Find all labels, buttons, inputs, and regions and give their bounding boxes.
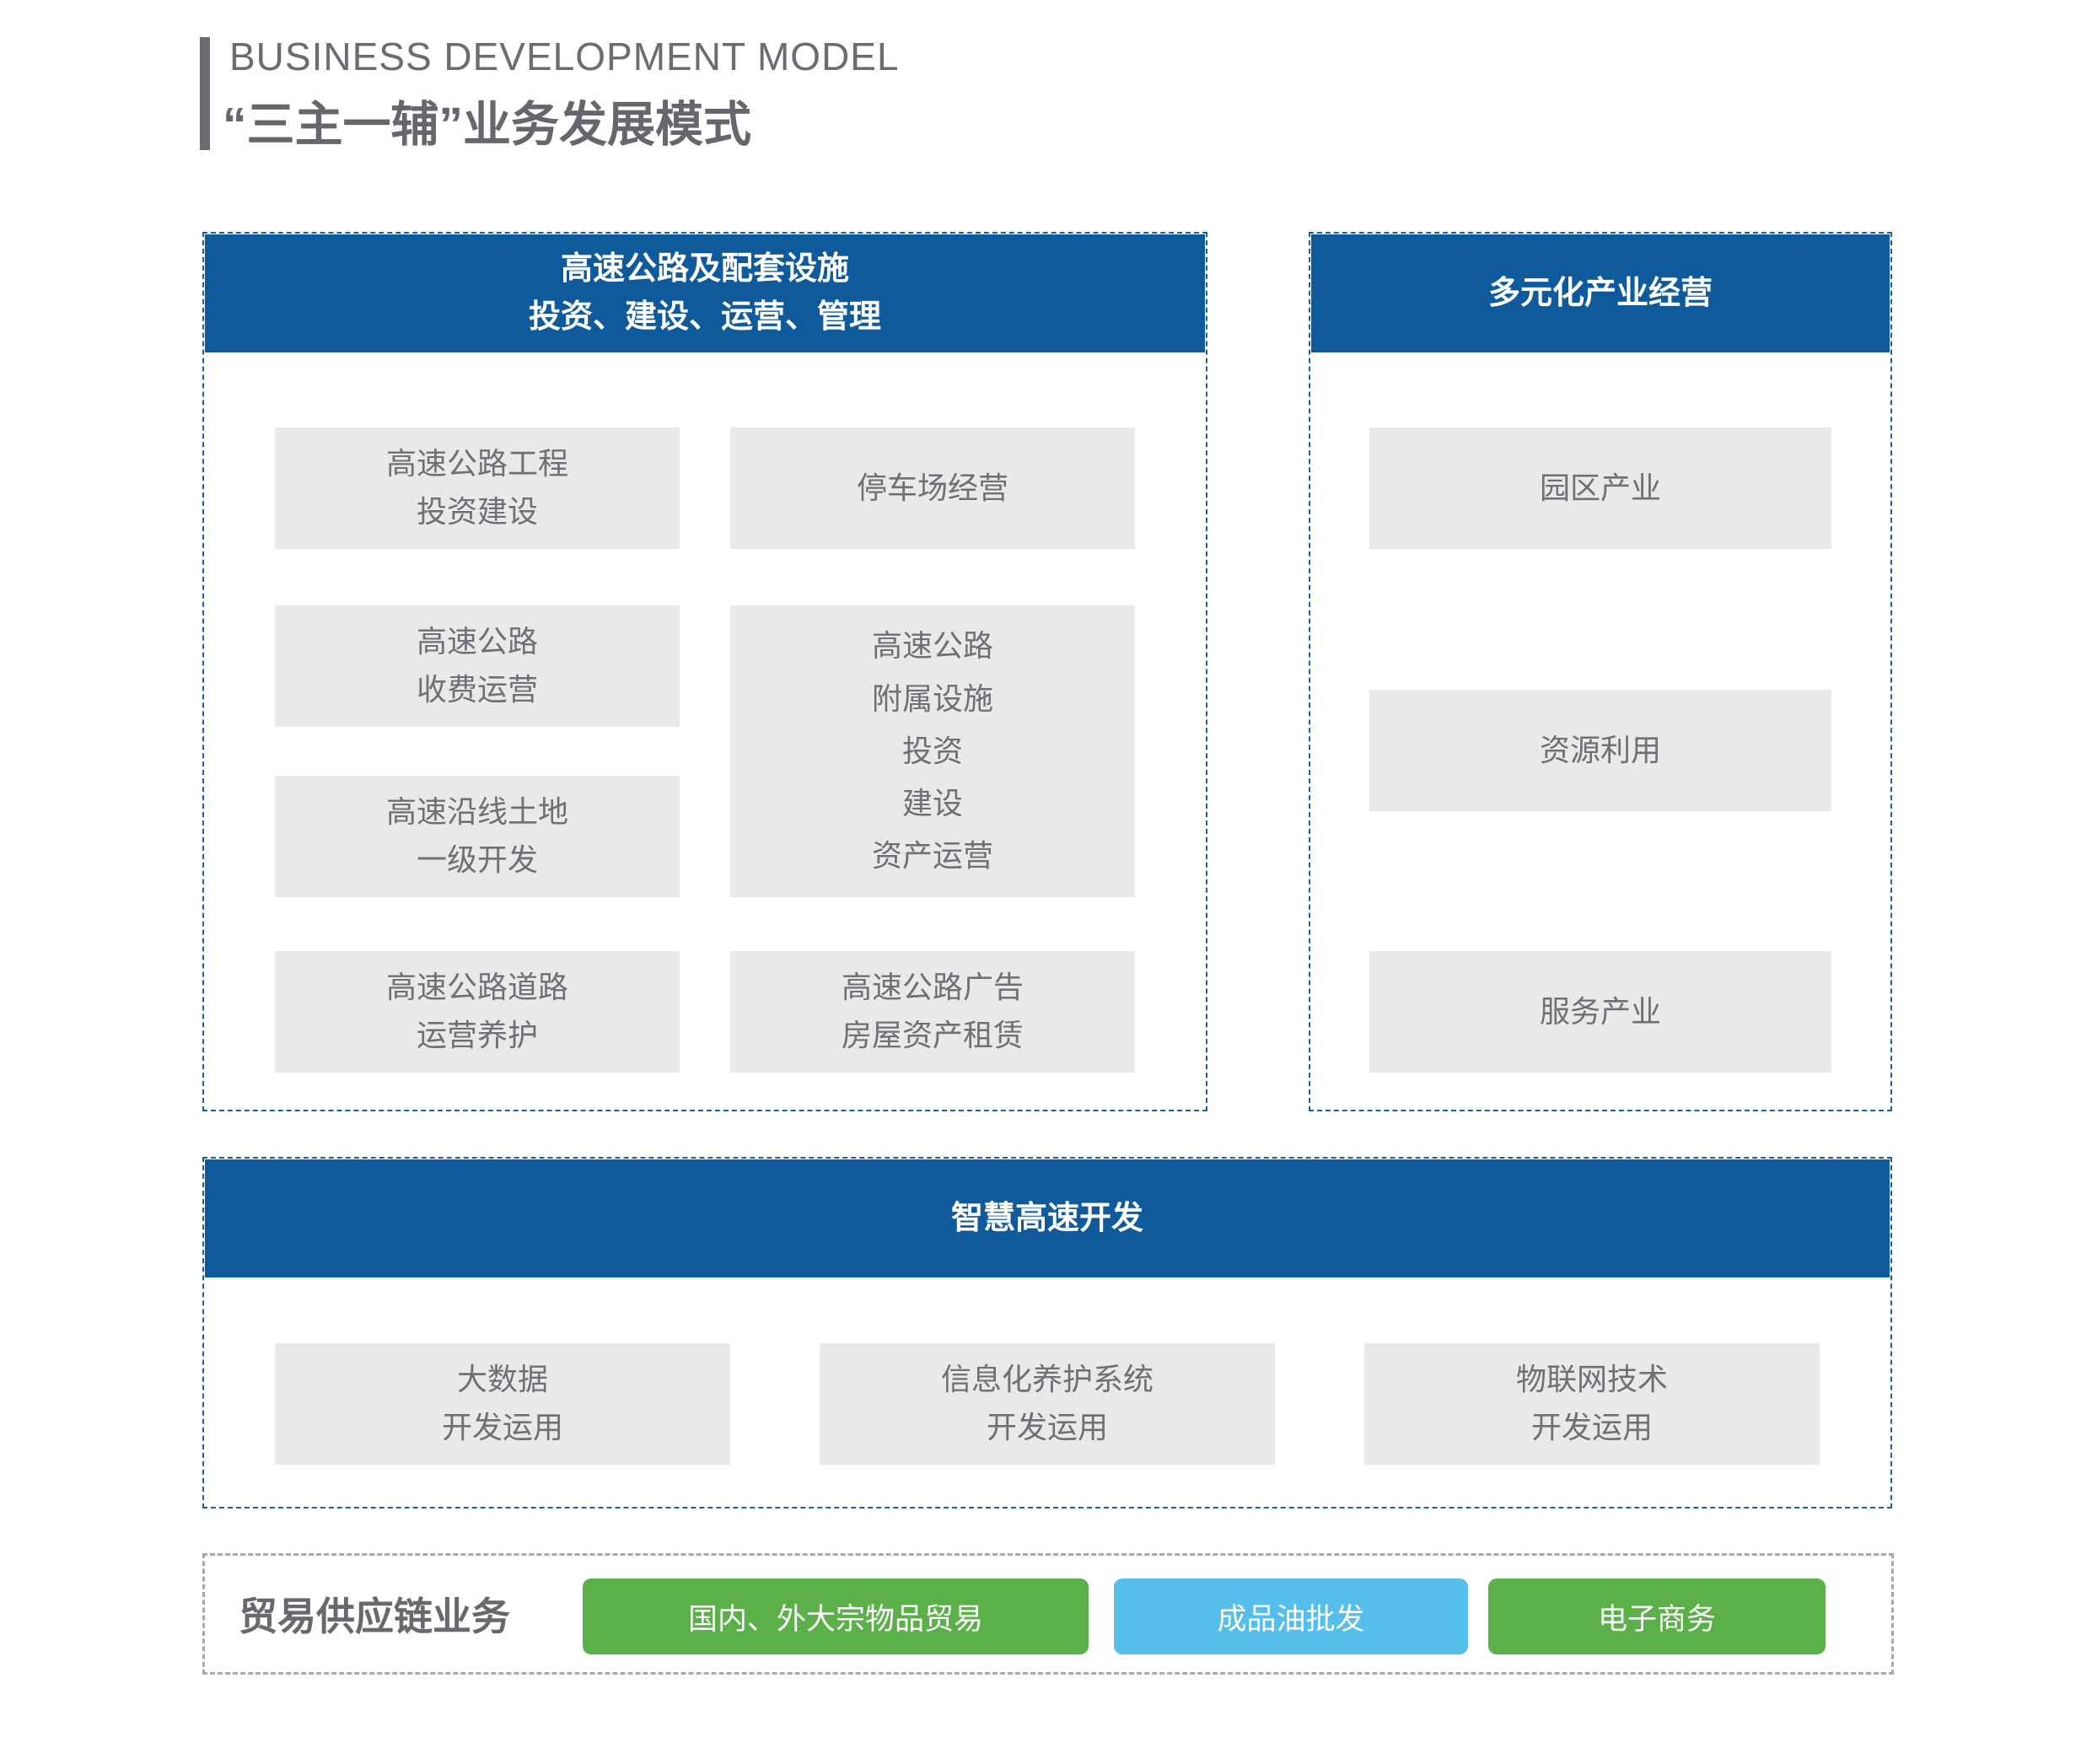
diversified-panel: 多元化产业经营 园区产业 资源利用 服务产业: [1309, 232, 1892, 1111]
title-accent-bar: [200, 37, 210, 150]
highway-box-advertising-leasing: 高速公路广告 房屋资产租赁: [730, 951, 1135, 1073]
smart-highway-panel-header: 智慧高速开发: [205, 1159, 1890, 1277]
trade-section-label: 贸易供应链业务: [239, 1595, 510, 1638]
diversified-box-resource-utilization: 资源利用: [1369, 690, 1831, 811]
trade-button-ecommerce: 电子商务: [1488, 1578, 1826, 1654]
highway-box-ancillary-facilities: 高速公路 附属设施 投资 建设 资产运营: [730, 605, 1135, 897]
highway-box-toll-operation: 高速公路 收费运营: [275, 605, 680, 727]
smart-highway-panel: 智慧高速开发 大数据 开发运用 信息化养护系统 开发运用 物联网技术 开发运用: [202, 1157, 1892, 1509]
highway-panel-header: 高速公路及配套设施 投资、建设、运营、管理: [205, 234, 1205, 352]
page-title-en: BUSINESS DEVELOPMENT MODEL: [229, 35, 900, 78]
trade-button-bulk-commodities: 国内、外大宗物品贸易: [583, 1578, 1089, 1654]
diversified-panel-header: 多元化产业经营: [1311, 234, 1890, 352]
trade-supply-chain-section: 贸易供应链业务 国内、外大宗物品贸易 成品油批发 电子商务: [202, 1553, 1894, 1675]
smart-box-big-data: 大数据 开发运用: [275, 1343, 730, 1465]
trade-button-refined-oil: 成品油批发: [1114, 1578, 1468, 1654]
smart-box-iot-technology: 物联网技术 开发运用: [1364, 1343, 1820, 1465]
highway-box-land-development: 高速沿线土地 一级开发: [275, 776, 680, 897]
highway-box-parking-operation: 停车场经营: [730, 428, 1135, 549]
highway-box-engineering-investment: 高速公路工程 投资建设: [275, 428, 680, 549]
smart-box-maintenance-system: 信息化养护系统 开发运用: [820, 1343, 1275, 1465]
diversified-box-park-industry: 园区产业: [1369, 428, 1831, 549]
highway-panel: 高速公路及配套设施 投资、建设、运营、管理 高速公路工程 投资建设 停车场经营 …: [202, 232, 1207, 1111]
page-title-zh: “三主一辅”业务发展模式: [223, 98, 751, 152]
highway-box-road-maintenance: 高速公路道路 运营养护: [275, 951, 680, 1073]
diversified-box-service-industry: 服务产业: [1369, 951, 1831, 1073]
